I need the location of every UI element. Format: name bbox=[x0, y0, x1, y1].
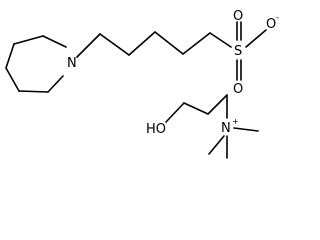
ring-nitrogen-label: N bbox=[67, 56, 77, 71]
ring-bond bbox=[18, 90, 49, 93]
chain-bond bbox=[128, 31, 156, 56]
nitrogen-positive-charge: + bbox=[232, 117, 239, 126]
chain-bond bbox=[154, 31, 184, 55]
choline-chain bbox=[165, 94, 228, 123]
methyl-bond bbox=[233, 127, 259, 132]
ring-bond bbox=[13, 35, 44, 45]
structure-svg: N O S O O - HO N + bbox=[5, 9, 279, 159]
ring-bond bbox=[42, 35, 67, 48]
chain-bond bbox=[182, 32, 211, 55]
ring-bond bbox=[5, 43, 15, 69]
piperidine-ring bbox=[5, 35, 67, 93]
sulfonate-oxygen-top: O bbox=[233, 9, 243, 24]
chain-bond bbox=[165, 102, 185, 123]
oxygen-negative-charge: - bbox=[276, 13, 279, 22]
ammonium-nitrogen-label: N bbox=[221, 121, 231, 136]
sulfur-label: S bbox=[234, 44, 242, 59]
hydroxyl-label: HO bbox=[146, 122, 166, 137]
chain-bond bbox=[207, 94, 228, 115]
s-o-single-bond bbox=[245, 29, 267, 48]
chemical-structure: N O S O O - HO N + bbox=[5, 9, 279, 159]
chain-bond bbox=[209, 32, 232, 48]
ring-bond bbox=[5, 67, 20, 92]
chain-bond bbox=[99, 33, 130, 56]
sulfonate-oxygen-right: O bbox=[266, 17, 276, 32]
methyl-bond bbox=[208, 135, 225, 155]
chain-bond bbox=[183, 102, 209, 115]
sulfonate-group bbox=[236, 21, 267, 81]
methyl-groups bbox=[208, 127, 259, 159]
butyl-chain bbox=[76, 31, 232, 58]
chain-bond bbox=[76, 33, 101, 58]
ring-bond bbox=[47, 75, 64, 93]
sulfonate-oxygen-bottom: O bbox=[233, 82, 243, 97]
